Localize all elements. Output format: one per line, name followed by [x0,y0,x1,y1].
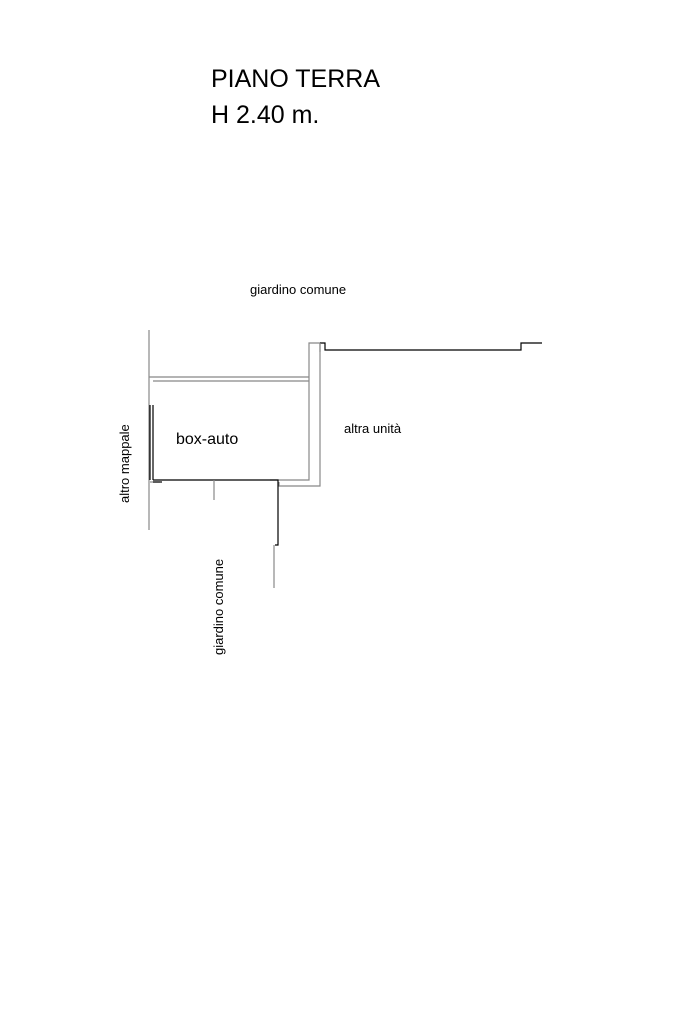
label-other-unit: altra unità [344,421,402,436]
box-right-wall-outer [278,342,321,487]
label-bottom-garden: giardino comune [211,559,226,655]
other-unit-wall [320,342,542,351]
label-box-auto: box-auto [176,431,238,448]
step-edge [270,479,279,546]
floor-title: PIANO TERRA [211,65,381,93]
floor-height: H 2.40 m. [211,101,320,129]
label-other-parcel: altro mappale [117,424,132,503]
box-right-wall-inner [270,381,310,481]
label-top-garden: giardino comune [250,282,346,297]
